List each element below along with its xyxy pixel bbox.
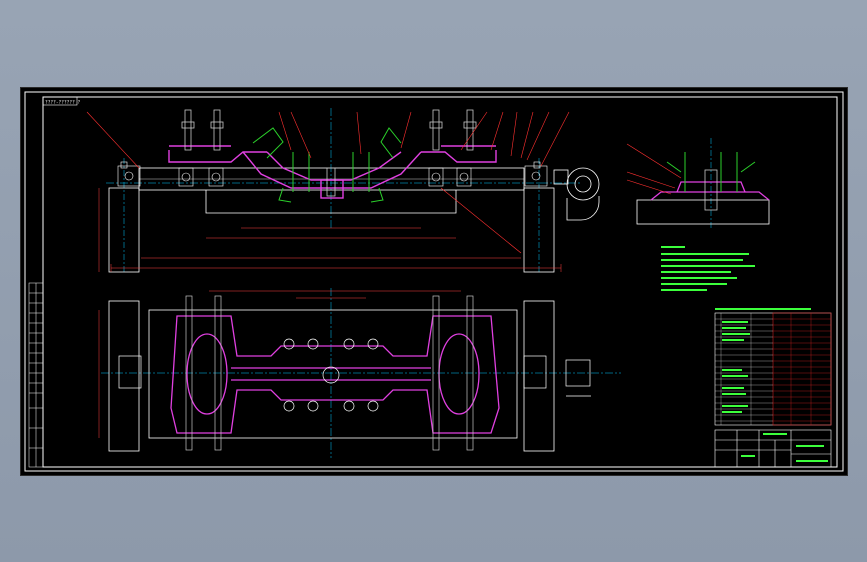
corner-tag: ????-?????? ? <box>45 100 81 106</box>
technical-notes <box>661 246 755 291</box>
revision-strip <box>28 282 44 468</box>
motor-icon <box>553 167 600 221</box>
cad-drawing: ????-?????? ? <box>24 91 844 472</box>
top-view <box>98 288 621 458</box>
wheel-icon <box>108 300 140 452</box>
wheel-right <box>523 187 555 273</box>
side-detail <box>626 138 770 228</box>
front-view <box>86 108 600 273</box>
bolt-icon <box>181 109 477 197</box>
corner-tag-box <box>42 96 78 106</box>
part-front <box>168 145 497 199</box>
wheel-left <box>108 187 140 273</box>
inner-frame <box>42 96 838 468</box>
parts-table <box>714 308 832 426</box>
outer-frame <box>24 91 844 472</box>
title-block <box>714 429 832 468</box>
cad-drawing-viewport[interactable]: ????-?????? ? <box>20 87 848 476</box>
clamp-icon <box>252 127 402 203</box>
